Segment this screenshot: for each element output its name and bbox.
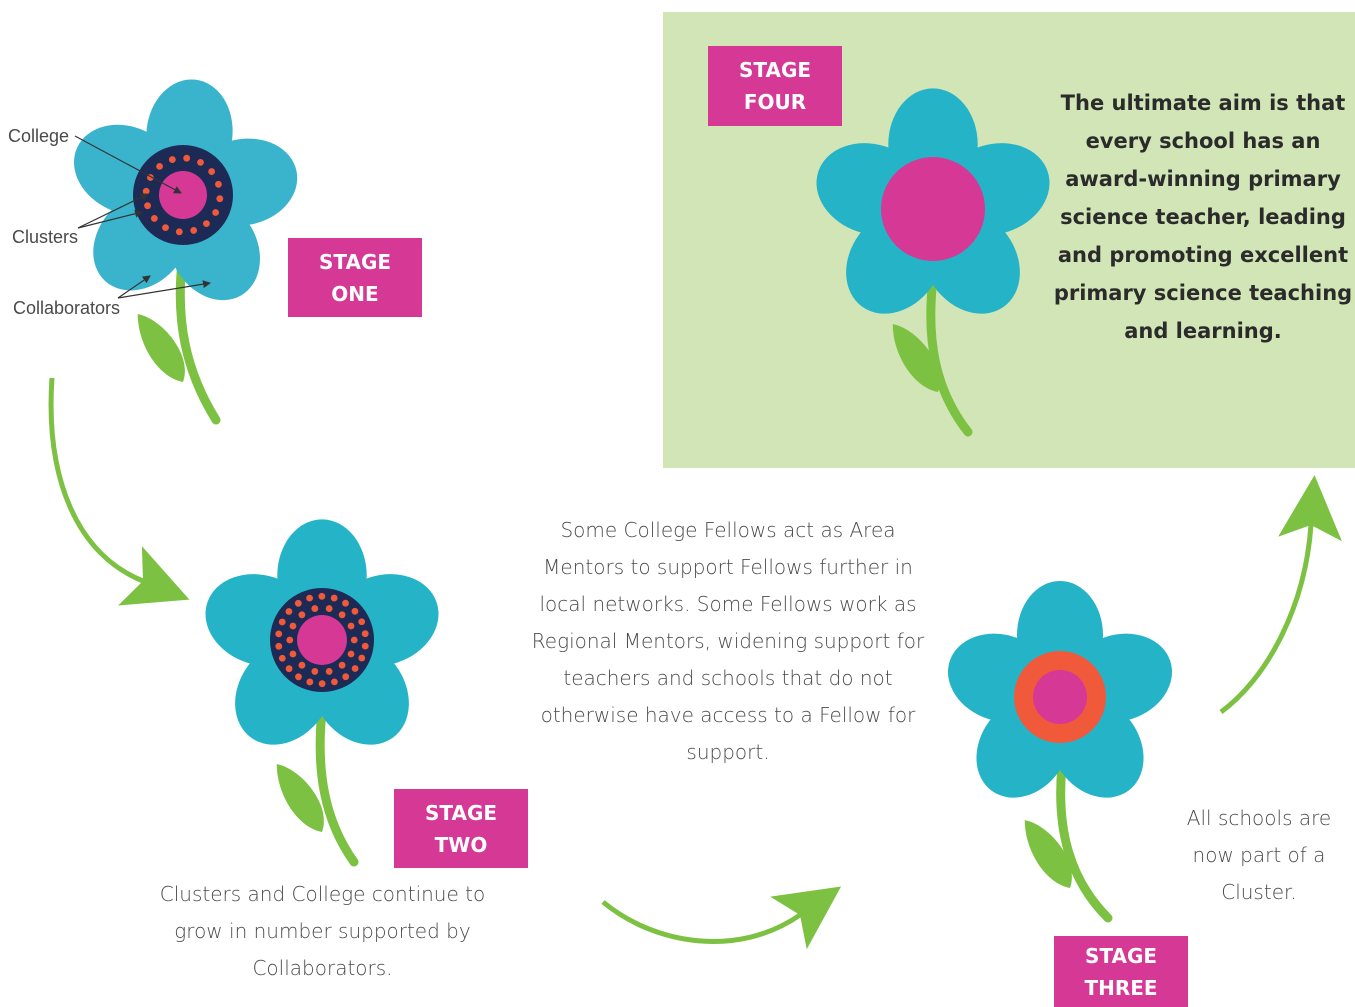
- stem: [175, 257, 221, 425]
- stage-two-badge: STAGE TWO: [394, 789, 528, 868]
- cluster-dot: [338, 661, 346, 669]
- cluster-dot: [361, 642, 369, 650]
- stage-one-badge: STAGE ONE: [288, 238, 422, 317]
- curved-arrow-icon: [601, 886, 842, 950]
- cluster-dot: [347, 622, 355, 630]
- stage-four-word: STAGE: [738, 58, 812, 82]
- cluster-dot: [351, 665, 359, 672]
- cluster-dot: [168, 156, 176, 163]
- stage-two-caption: Clusters and College continue to grow in…: [159, 882, 486, 980]
- stage-one-flower: [74, 79, 298, 425]
- cluster-dot: [285, 665, 293, 673]
- stage-four-aim-text: The ultimate aim is that every school ha…: [1053, 91, 1353, 343]
- college-centre: [159, 171, 207, 219]
- cluster-dot: [325, 605, 333, 612]
- stage-four-flower: [816, 88, 1050, 437]
- stage-four-badge: STAGE FOUR: [708, 46, 842, 126]
- middle-caption: Some College Fellows act as Area Mentors…: [531, 518, 925, 764]
- cluster-dot: [295, 673, 302, 681]
- cluster-dot: [306, 594, 313, 602]
- cluster-dot: [318, 592, 326, 600]
- cluster-dot: [190, 227, 198, 234]
- leaf: [892, 324, 940, 392]
- cluster-dot: [298, 611, 306, 619]
- cluster-dot: [318, 680, 326, 688]
- collaborators-label: Collaborators: [13, 298, 121, 318]
- stage-two-number: TWO: [434, 832, 488, 857]
- curved-arrow-icon: [1219, 475, 1342, 715]
- cluster-dot: [311, 668, 319, 675]
- cluster-dot: [298, 661, 306, 669]
- college-centre: [881, 157, 985, 261]
- cluster-dot: [144, 202, 151, 210]
- cluster-dot: [350, 636, 358, 644]
- cluster-dot: [306, 678, 314, 686]
- cluster-dot: [216, 195, 224, 203]
- cluster-dot: [183, 154, 191, 162]
- stage-three-word: STAGE: [1084, 943, 1158, 968]
- leaf: [276, 764, 324, 832]
- cluster-dot: [278, 618, 286, 626]
- stage-three-flower: [947, 581, 1173, 923]
- college-label: College: [8, 126, 70, 146]
- stage-three-caption: All schools are now part of a Cluster.: [1186, 806, 1332, 904]
- stage-three-number: THREE: [1084, 975, 1158, 1000]
- pointer-lines: [74, 135, 211, 299]
- cluster-dot: [285, 608, 293, 615]
- cluster-dot: [156, 162, 163, 170]
- stem: [315, 705, 359, 867]
- cluster-dot: [175, 228, 183, 236]
- cluster-dot: [150, 215, 158, 222]
- stage-four-number: FOUR: [743, 90, 807, 114]
- cluster-dot: [289, 650, 297, 658]
- cluster-dot: [331, 678, 338, 686]
- cluster-dot: [197, 159, 204, 166]
- cluster-dot: [338, 611, 346, 619]
- cluster-dot: [330, 594, 338, 602]
- cluster-dot: [289, 622, 297, 630]
- cluster-dot: [142, 187, 150, 195]
- stage-one-word: STAGE: [318, 249, 392, 274]
- cluster-dot: [311, 605, 319, 612]
- cluster-dot: [208, 168, 216, 175]
- college-centre: [297, 615, 347, 665]
- cluster-dot: [212, 209, 219, 216]
- cluster-dot: [325, 668, 333, 675]
- cluster-dot: [275, 642, 283, 650]
- cluster-dot: [342, 673, 350, 681]
- college-centre: [1033, 670, 1087, 724]
- stem: [1056, 761, 1113, 923]
- cluster-dot: [358, 654, 366, 662]
- cluster-dot: [347, 650, 355, 658]
- cluster-dot: [278, 654, 286, 662]
- leaf: [1024, 820, 1072, 888]
- cluster-dot: [215, 180, 222, 188]
- stage-two-word: STAGE: [424, 800, 498, 825]
- cluster-dot: [358, 618, 366, 626]
- cluster-dot: [203, 220, 210, 228]
- stage-three-badge: STAGE THREE: [1054, 936, 1188, 1007]
- cluster-dot: [351, 607, 359, 615]
- curved-arrow-icon: [48, 377, 190, 606]
- cluster-dot: [342, 599, 349, 607]
- cluster-dot: [162, 224, 169, 231]
- cluster-dot: [294, 599, 302, 607]
- clusters-label: Clusters: [12, 227, 79, 247]
- stage-one-number: ONE: [331, 281, 379, 306]
- leaf: [137, 314, 185, 382]
- cluster-dot: [286, 636, 294, 644]
- cluster-dot: [361, 630, 369, 638]
- stage-two-flower: [205, 519, 439, 867]
- cluster-dot: [275, 630, 283, 638]
